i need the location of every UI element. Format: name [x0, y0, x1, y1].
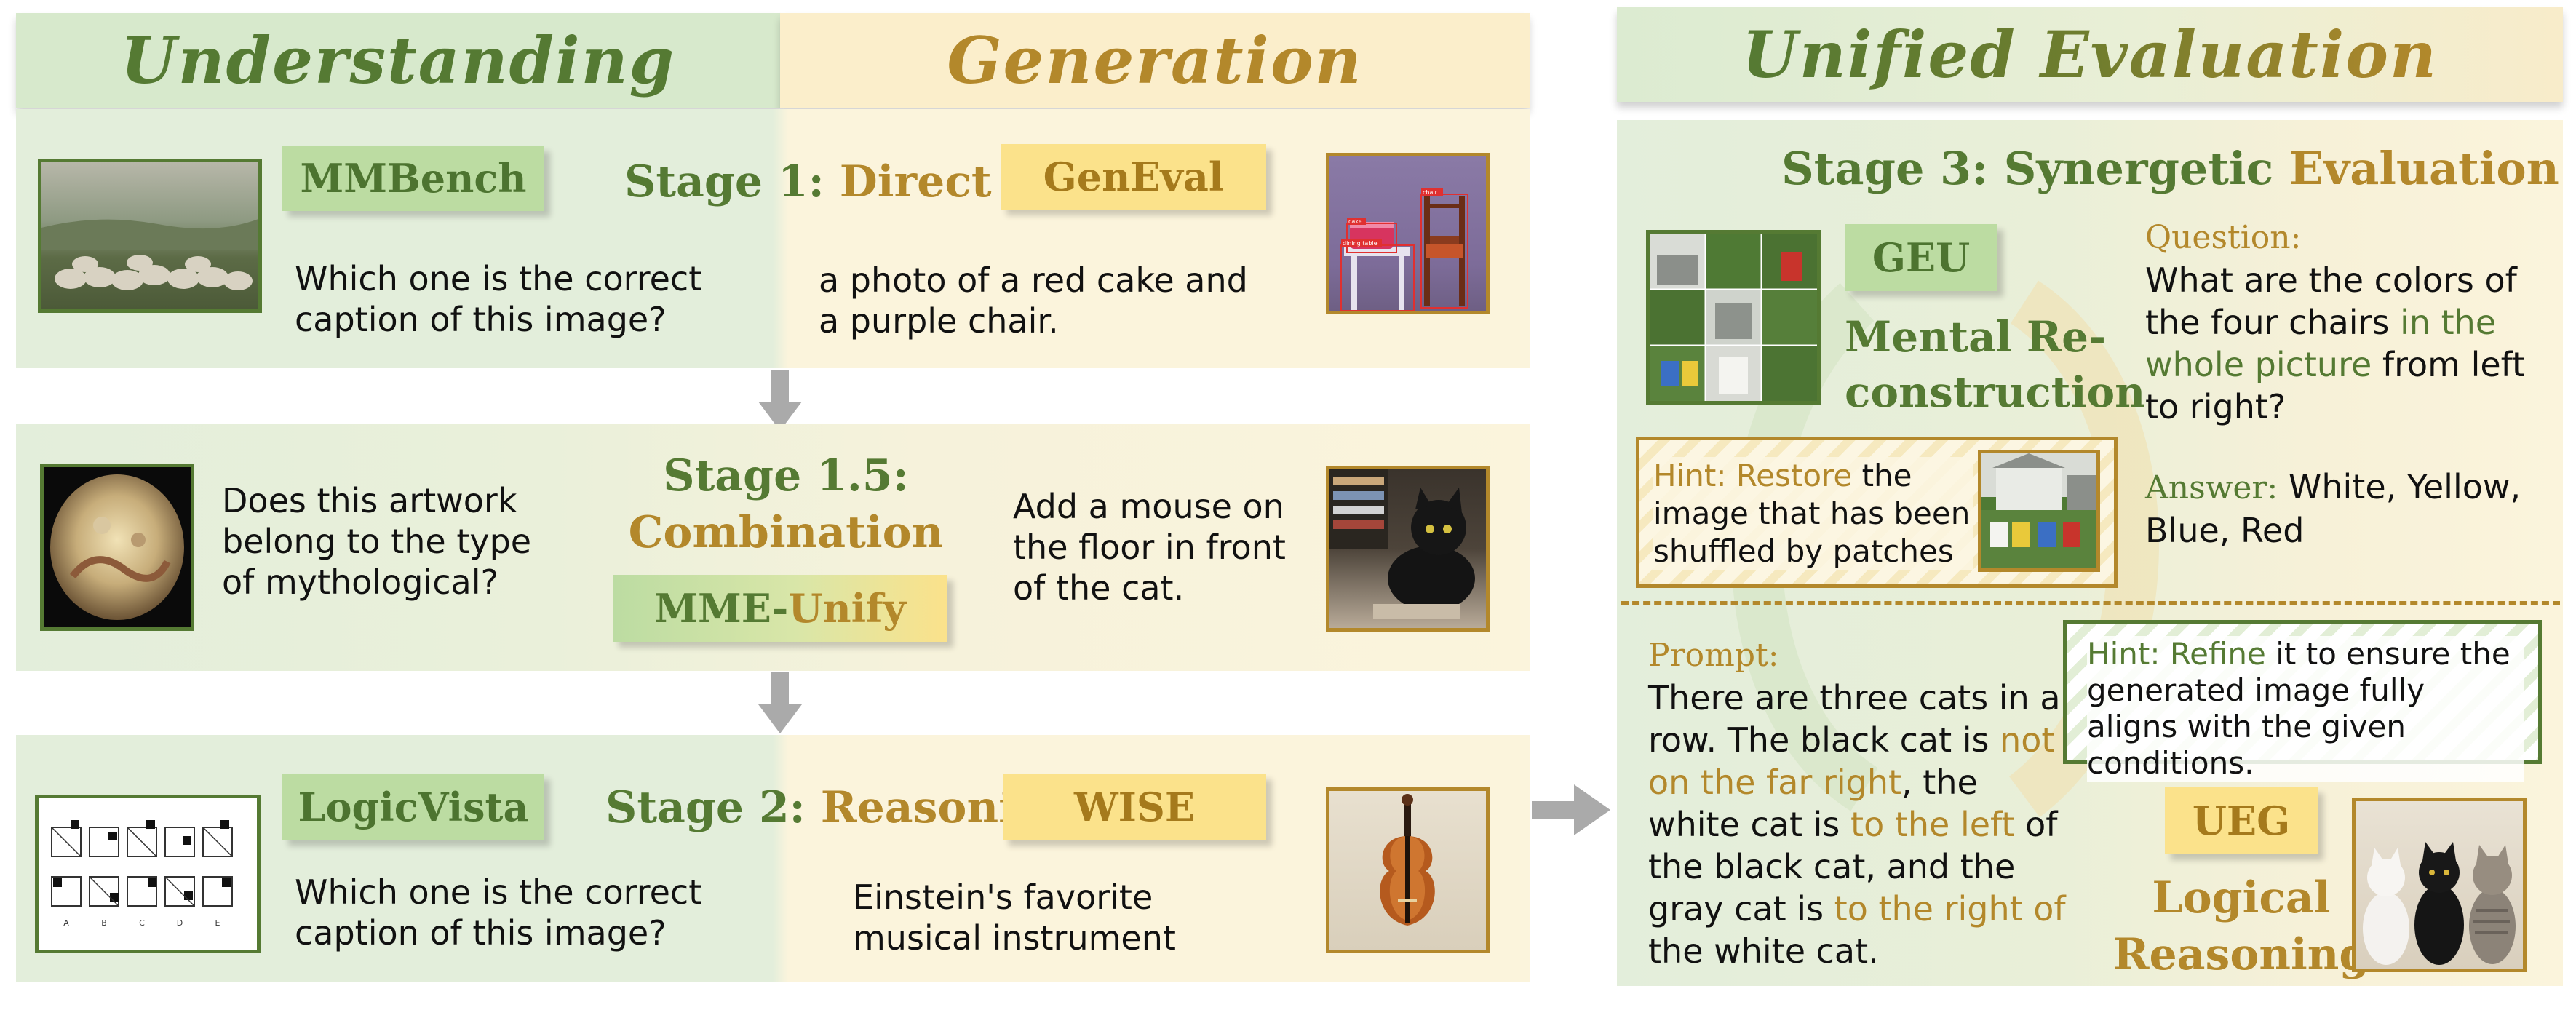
cat-image	[1326, 466, 1490, 632]
generation-header: Generation	[780, 13, 1530, 108]
logicvista-tag-label: LogicVista	[298, 784, 529, 830]
geu-tag-label: GEU	[1872, 234, 1971, 281]
geneval-tag-label: GenEval	[1043, 154, 1224, 200]
prompt-highlight: to the right of	[1834, 889, 2066, 929]
wise-tag-label: WISE	[1073, 784, 1196, 830]
hint-restore-body: the image that has been shuffled by patc…	[1653, 458, 1971, 569]
prompt-highlight: to the left	[1850, 805, 2015, 844]
understanding-header-title: Understanding	[120, 23, 676, 98]
stage3-label: Stage 3: Synergetic Evaluation	[1781, 142, 2559, 195]
cake-chair-image: cake chair dining table	[1326, 153, 1490, 314]
unified-evaluation-header: Unified Evaluation	[1617, 7, 2563, 102]
ueg-tag-label: UEG	[2192, 798, 2291, 844]
mme-unify-tag: MME-Unify	[613, 575, 947, 642]
option-letter-e: E	[215, 918, 220, 928]
stage15-label-line2: Combination	[628, 507, 944, 558]
sheep-image	[38, 159, 262, 313]
question-part2: from left to right?	[2145, 345, 2526, 426]
stage2-label-prefix: Stage 2:	[605, 782, 821, 833]
answer-text: White, Yellow, Blue, Red	[2145, 467, 2521, 550]
shuffled-house-icon	[1650, 234, 1817, 401]
option-letter-c: C	[139, 918, 145, 928]
geneval-tag: GenEval	[1001, 144, 1266, 210]
hint-restore-text: Hint: Restore the image that has been sh…	[1653, 457, 1973, 570]
stage2-und-question: Which one is the correct caption of this…	[295, 872, 702, 953]
three-cats-icon	[2363, 842, 2516, 965]
prompt-segment: the white cat.	[1648, 931, 1879, 971]
prompt-segment: , the white cat is	[1648, 763, 1978, 844]
stage1-panel	[16, 109, 1530, 368]
violin-icon	[1380, 794, 1435, 926]
ueg-name: Logical Reasoning	[2112, 872, 2370, 980]
prompt-segment: There are three cats in a row. The black…	[1648, 678, 2061, 760]
stage2-panel	[16, 735, 1530, 982]
option-letter-a: A	[63, 918, 69, 928]
violin-image	[1326, 787, 1490, 953]
answer-block: Answer: White, Yellow, Blue, Red	[2145, 466, 2545, 552]
stage15-und-question: Does this artwork belong to the type of …	[222, 481, 532, 602]
artwork-image	[40, 464, 194, 631]
stage1-label-suffix: Direct	[839, 156, 992, 207]
stage3-label-prefix: Stage 3: Synergetic	[1781, 142, 2289, 195]
question-part1: What are the colors of the four chairs	[2145, 261, 2517, 342]
arrow-down-icon	[758, 370, 802, 431]
mmbench-tag: MMBench	[282, 146, 544, 211]
stage2-gen-prompt: Einstein's favorite musical instrument	[853, 878, 1176, 958]
prompt-highlight: not on the far right	[1648, 720, 2055, 802]
cake-bbox-label: cake	[1348, 218, 1362, 225]
question-label: Question:	[2145, 219, 2302, 256]
table-bbox-label: dining table	[1343, 240, 1378, 247]
stage1-gen-prompt: a photo of a red cake and a purple chair…	[819, 261, 1248, 341]
prompt-segment: of the black cat, and the gray cat is	[1648, 805, 2058, 929]
restored-house-icon	[1981, 453, 2096, 568]
stage1-label-prefix: Stage 1:	[624, 156, 840, 207]
option-letter-d: D	[177, 918, 183, 928]
stage15-gen-prompt: Add a mouse on the floor in front of the…	[1013, 487, 1286, 608]
geu-name: Mental Re-construction	[1845, 312, 2146, 417]
stage1-und-question: Which one is the correct caption of this…	[295, 259, 702, 339]
prompt-label: Prompt:	[1648, 637, 1779, 674]
logic-puzzle-image: A B C D E	[35, 795, 261, 953]
stage15-label-line1: Stage 1.5:	[663, 450, 909, 501]
arrow-right-icon	[1532, 784, 1610, 835]
unified-evaluation-title: Unified Evaluation	[1741, 17, 2438, 92]
question-text: What are the colors of the four chairs i…	[2145, 259, 2545, 428]
logicvista-tag: LogicVista	[282, 774, 544, 840]
black-cat-icon	[1329, 469, 1475, 619]
prompt-text: There are three cats in a row. The black…	[1648, 677, 2070, 972]
shuffled-patches-image	[1646, 230, 1821, 405]
stage1-label: Stage 1: Direct	[624, 156, 992, 207]
section-divider	[1621, 601, 2560, 605]
mme-unify-tag-prefix: MME-	[654, 585, 789, 632]
three-cats-image	[2352, 798, 2527, 972]
understanding-header: Understanding	[16, 13, 780, 108]
hint-restore-label: Hint: Restore	[1653, 458, 1853, 493]
mmbench-tag-label: MMBench	[300, 155, 527, 202]
question-block: Question: What are the colors of the fou…	[2145, 217, 2545, 428]
answer-label: Answer:	[2145, 469, 2278, 506]
geu-tag: GEU	[1845, 224, 1997, 291]
question-highlight: in the whole picture	[2145, 303, 2497, 384]
hint-refine-label: Hint: Refine	[2087, 636, 2266, 672]
arrow-down-icon	[758, 672, 802, 733]
sheep-flock-icon	[41, 219, 258, 290]
hint-refine-body: it to ensure the generated image fully a…	[2087, 636, 2511, 781]
stage3-label-suffix: Evaluation	[2289, 142, 2559, 195]
option-letter-b: B	[101, 918, 107, 928]
prompt-block: Prompt: There are three cats in a row. T…	[1648, 635, 2070, 972]
restored-house-image	[1978, 450, 2100, 572]
generation-header-title: Generation	[947, 23, 1363, 98]
wise-tag: WISE	[1003, 774, 1266, 840]
chair-bbox-label: chair	[1423, 189, 1438, 196]
cake-chair-icon: cake chair dining table	[1340, 188, 1468, 311]
hint-refine-text: Hint: Refine it to ensure the generated …	[2087, 636, 2524, 782]
logic-puzzle-grid-icon: A B C D E	[51, 820, 233, 928]
mme-unify-tag-suffix: Unify	[788, 585, 906, 632]
ueg-tag: UEG	[2165, 787, 2318, 854]
mythological-painting-icon	[50, 474, 184, 620]
stage15-label: Stage 1.5: Combination	[615, 448, 957, 561]
